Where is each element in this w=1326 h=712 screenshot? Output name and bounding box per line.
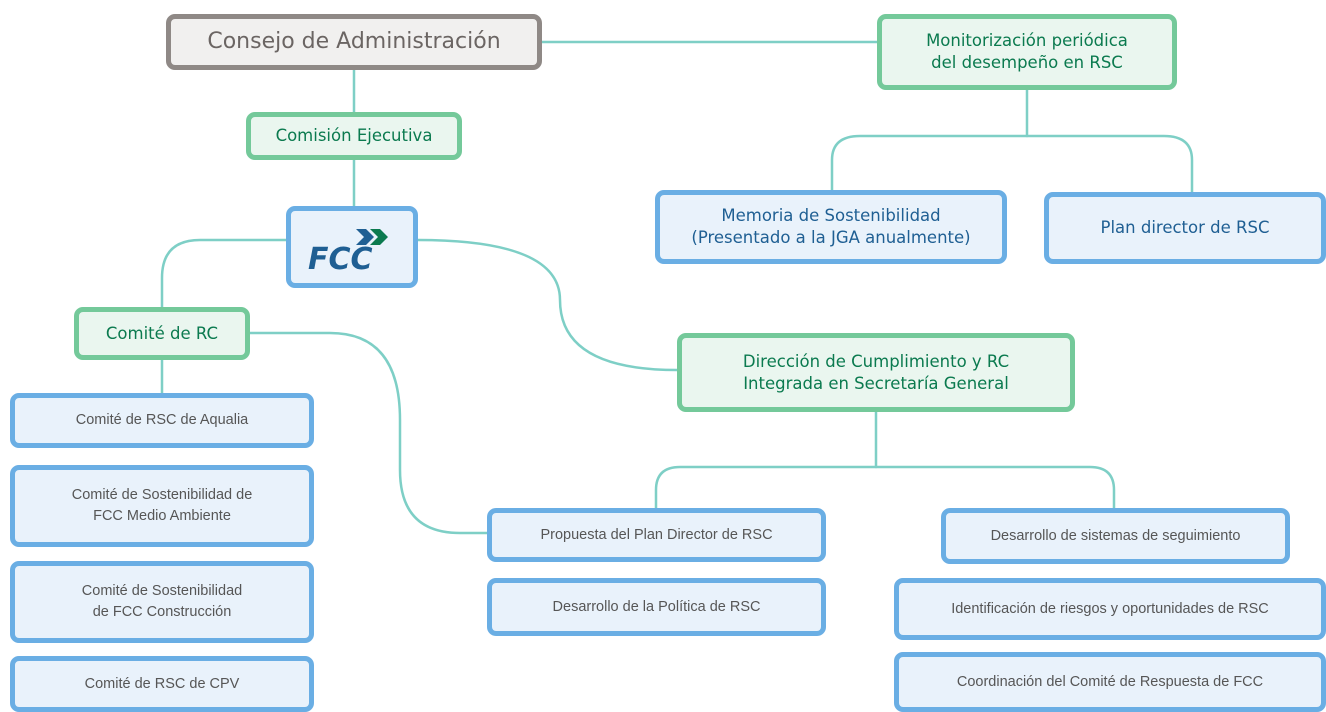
aqualia-label: Comité de RSC de Aqualia [75, 412, 249, 428]
consejo-label: Consejo de Administración [207, 29, 501, 54]
memoria-label: Memoria de Sostenibilidad (Presentado a … [691, 206, 971, 247]
comite-rc-node[interactable]: Comité de RC [74, 307, 250, 360]
monitorizacion-node[interactable]: Monitorización periódica del desempeño e… [877, 14, 1177, 90]
consejo-node[interactable]: Consejo de Administración [166, 14, 542, 70]
medio-ambiente-label: Comité de Sostenibilidad de FCC Medio Am… [71, 487, 253, 524]
comision-label: Comisión Ejecutiva [275, 126, 433, 145]
fcc-logo-node[interactable]: FCC [286, 206, 418, 288]
fcc-logo-icon: FCC [308, 229, 388, 275]
riesgos-node[interactable]: Identificación de riesgos y oportunidade… [894, 578, 1326, 640]
plan-director-node[interactable]: Plan director de RSC [1044, 192, 1326, 264]
fcc-logo-text: FCC [308, 242, 373, 275]
direccion-label: Dirección de Cumplimiento y RC Integrada… [742, 351, 1010, 393]
memoria-node[interactable]: Memoria de Sostenibilidad (Presentado a … [655, 190, 1007, 264]
coordinacion-node[interactable]: Coordinación del Comité de Respuesta de … [894, 652, 1326, 712]
aqualia-node[interactable]: Comité de RSC de Aqualia [10, 393, 314, 448]
medio-ambiente-node[interactable]: Comité de Sostenibilidad de FCC Medio Am… [10, 465, 314, 547]
construccion-node[interactable]: Comité de Sostenibilidad de FCC Construc… [10, 561, 314, 643]
direccion-node[interactable]: Dirección de Cumplimiento y RC Integrada… [677, 333, 1075, 412]
politica-label: Desarrollo de la Política de RSC [552, 598, 761, 615]
cpv-node[interactable]: Comité de RSC de CPV [10, 656, 314, 712]
seguimiento-label: Desarrollo de sistemas de seguimiento [990, 527, 1241, 544]
comite-rc-label: Comité de RC [105, 323, 219, 343]
cpv-label: Comité de RSC de CPV [84, 675, 240, 692]
construccion-label: Comité de Sostenibilidad de FCC Construc… [81, 583, 243, 620]
propuesta-label: Propuesta del Plan Director de RSC [540, 526, 773, 543]
propuesta-node[interactable]: Propuesta del Plan Director de RSC [487, 508, 826, 562]
riesgos-label: Identificación de riesgos y oportunidade… [951, 600, 1269, 617]
plan-director-label: Plan director de RSC [1100, 218, 1270, 237]
politica-node[interactable]: Desarrollo de la Política de RSC [487, 578, 826, 636]
monitorizacion-label: Monitorización periódica del desempeño e… [926, 31, 1128, 72]
comision-node[interactable]: Comisión Ejecutiva [246, 112, 462, 160]
seguimiento-node[interactable]: Desarrollo de sistemas de seguimiento [941, 508, 1290, 564]
coordinacion-label: Coordinación del Comité de Respuesta de … [956, 673, 1264, 690]
